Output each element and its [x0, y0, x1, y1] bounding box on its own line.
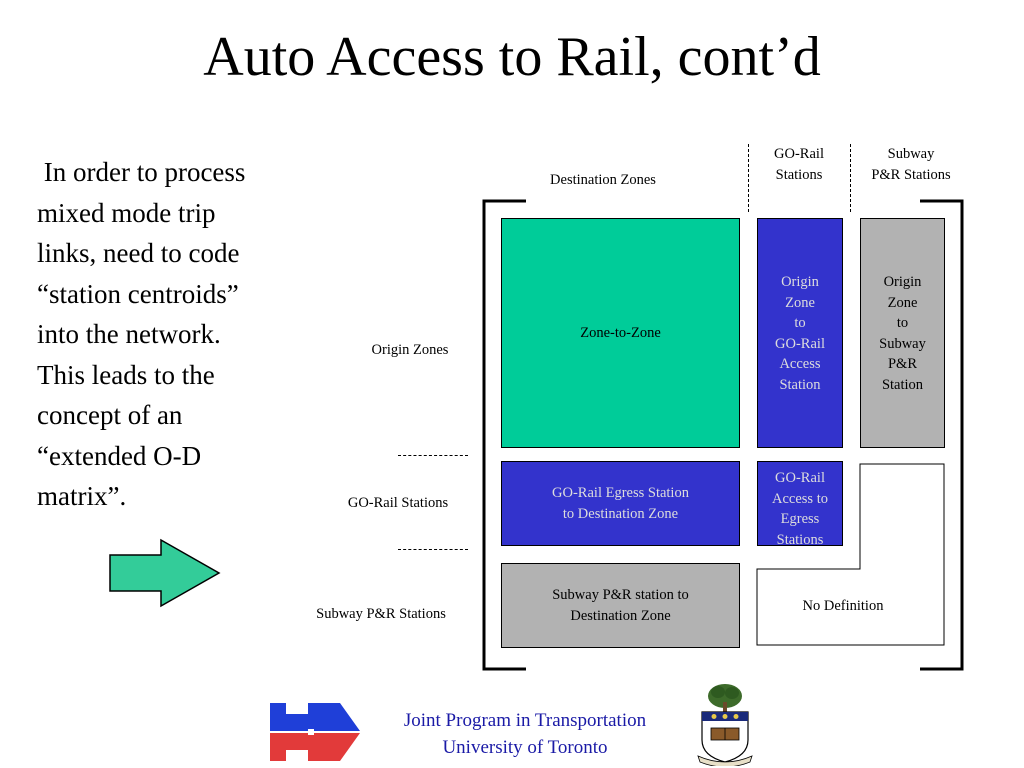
body-line: concept of an — [37, 400, 183, 430]
cell-text: GO-Rail — [775, 470, 825, 486]
body-line: links, need to code — [37, 238, 240, 268]
cell-text: GO-Rail — [775, 335, 825, 352]
row-header-go-rail-stations: GO-Rail Stations — [347, 495, 449, 511]
cell-text: Station — [779, 376, 821, 393]
cell-text: Zone — [785, 294, 815, 311]
cell-text: to Destination Zone — [562, 505, 679, 522]
university-crest-icon — [697, 684, 753, 766]
cell-text: Egress — [780, 511, 820, 527]
footer-text: Joint Program in Transportation Universi… — [360, 707, 690, 761]
body-line: into the network. — [37, 319, 221, 349]
cell-subway-to-destination: Subway P&R station to Destination Zone — [501, 563, 740, 648]
body-line: “extended O-D — [37, 440, 202, 471]
cell-origin-to-subway: Origin Zone to Subway P&R Station — [860, 218, 945, 448]
body-line: mixed mode trip — [37, 197, 216, 228]
cell-text: GO-Rail Egress Station — [552, 485, 689, 501]
column-separator — [748, 144, 749, 212]
cell-text: Origin — [883, 274, 922, 290]
column-header-subway-pr-stations: Subway P&R Stations — [851, 144, 971, 185]
row-header-origin-zones: Origin Zones — [371, 342, 449, 358]
cell-text: Stations — [776, 531, 824, 546]
cell-text: Station — [881, 376, 924, 393]
cell-text: P&R — [887, 356, 917, 372]
right-arrow-icon — [109, 538, 221, 608]
joint-program-logo-icon — [270, 703, 360, 761]
body-line: “station centroids” — [37, 278, 239, 309]
cell-text: to — [896, 315, 909, 331]
column-header-destination-zones: Destination Zones — [550, 172, 656, 188]
cell-text: Origin — [781, 274, 819, 290]
cell-text: Access — [779, 356, 821, 372]
header-line: Stations — [775, 166, 823, 183]
cell-text: Zone-to-Zone — [580, 325, 661, 341]
body-line: This leads to the — [37, 359, 215, 390]
slide-title: Auto Access to Rail, cont’d — [203, 26, 821, 88]
header-line: P&R Stations — [871, 166, 951, 183]
cell-text: to — [794, 315, 806, 331]
footer-program: Joint Program in Transportation — [403, 710, 647, 731]
cell-no-definition-outline — [756, 463, 945, 646]
matrix-brackets — [482, 199, 964, 671]
cell-text: Destination Zone — [570, 607, 671, 624]
row-separator — [398, 549, 468, 550]
cell-text: Subway — [879, 335, 926, 352]
cell-text: Access to — [772, 490, 828, 507]
cell-go-rail-egress: GO-Rail Egress Station to Destination Zo… — [501, 461, 740, 546]
cell-text: Zone — [887, 294, 918, 311]
column-separator — [850, 144, 851, 212]
slide-body-text: In order to process mixed mode trip link… — [37, 152, 317, 517]
body-line: In order to process — [37, 157, 246, 187]
cell-text: Subway P&R station to — [552, 587, 689, 603]
cell-no-definition: No Definition — [757, 596, 929, 617]
cell-text: No Definition — [802, 598, 884, 614]
cell-zone-to-zone: Zone-to-Zone — [501, 218, 740, 448]
column-header-go-rail-stations: GO-Rail Stations — [749, 144, 849, 185]
header-line: Subway — [887, 146, 935, 162]
footer-university: University of Toronto — [442, 737, 608, 758]
cell-go-rail-access-to-egress: GO-Rail Access to Egress Stations — [757, 461, 843, 546]
body-line: matrix”. — [37, 481, 127, 511]
row-separator — [398, 455, 468, 456]
row-header-subway-pr-stations: Subway P&R Stations — [316, 606, 446, 622]
header-line: GO-Rail — [774, 146, 824, 162]
cell-origin-to-go-rail: Origin Zone to GO-Rail Access Station — [757, 218, 843, 448]
